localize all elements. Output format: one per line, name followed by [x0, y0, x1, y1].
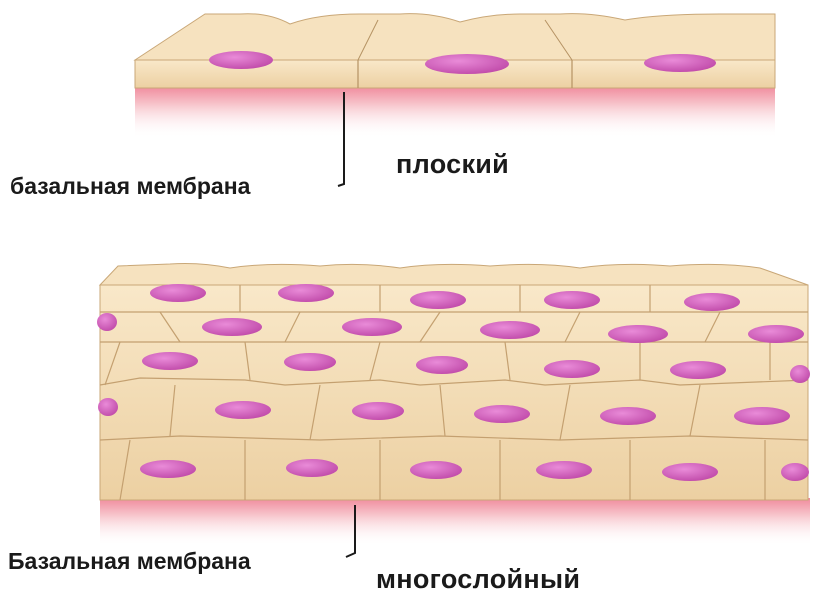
basement-membrane-label-simple: базальная мембрана	[10, 173, 251, 199]
basement-membrane-label-stratified: Базальная мембрана	[8, 548, 251, 574]
cell-top-surface	[133, 13, 776, 61]
stratified-epithelium	[97, 263, 810, 558]
stratified-epithelium-title: многослойный	[376, 564, 581, 594]
nucleus	[544, 291, 600, 309]
nucleus	[142, 352, 198, 370]
simple-epithelium-title: плоский	[396, 149, 510, 179]
nucleus	[98, 398, 118, 416]
nuclei	[97, 284, 810, 481]
nucleus	[215, 401, 271, 419]
basement-membrane	[100, 498, 810, 546]
nucleus	[410, 291, 466, 309]
nucleus	[286, 459, 338, 477]
membrane-pointer-line	[345, 505, 356, 558]
nucleus	[734, 407, 790, 425]
nucleus	[480, 321, 540, 339]
nucleus	[278, 284, 334, 302]
nucleus	[608, 325, 668, 343]
nucleus	[536, 461, 592, 479]
basement-membrane	[135, 86, 775, 138]
nucleus	[97, 313, 117, 331]
nucleus	[644, 54, 716, 72]
nucleus	[202, 318, 262, 336]
nucleus	[600, 407, 656, 425]
nucleus	[416, 356, 468, 374]
nucleus	[684, 293, 740, 311]
nucleus	[410, 461, 462, 479]
nucleus	[670, 361, 726, 379]
nucleus	[140, 460, 196, 478]
nucleus	[748, 325, 804, 343]
cell-boundaries	[99, 285, 809, 501]
nucleus	[790, 365, 810, 383]
nucleus	[425, 54, 509, 74]
nucleus	[544, 360, 600, 378]
nucleus	[284, 353, 336, 371]
membrane-pointer-line	[337, 92, 345, 187]
nucleus	[352, 402, 404, 420]
nucleus	[209, 51, 273, 69]
nucleus	[150, 284, 206, 302]
nucleus	[781, 463, 809, 481]
nucleus	[474, 405, 530, 423]
cell-top-surface	[98, 263, 809, 286]
nucleus	[342, 318, 402, 336]
simple-epithelium	[133, 13, 776, 187]
nucleus	[662, 463, 718, 481]
